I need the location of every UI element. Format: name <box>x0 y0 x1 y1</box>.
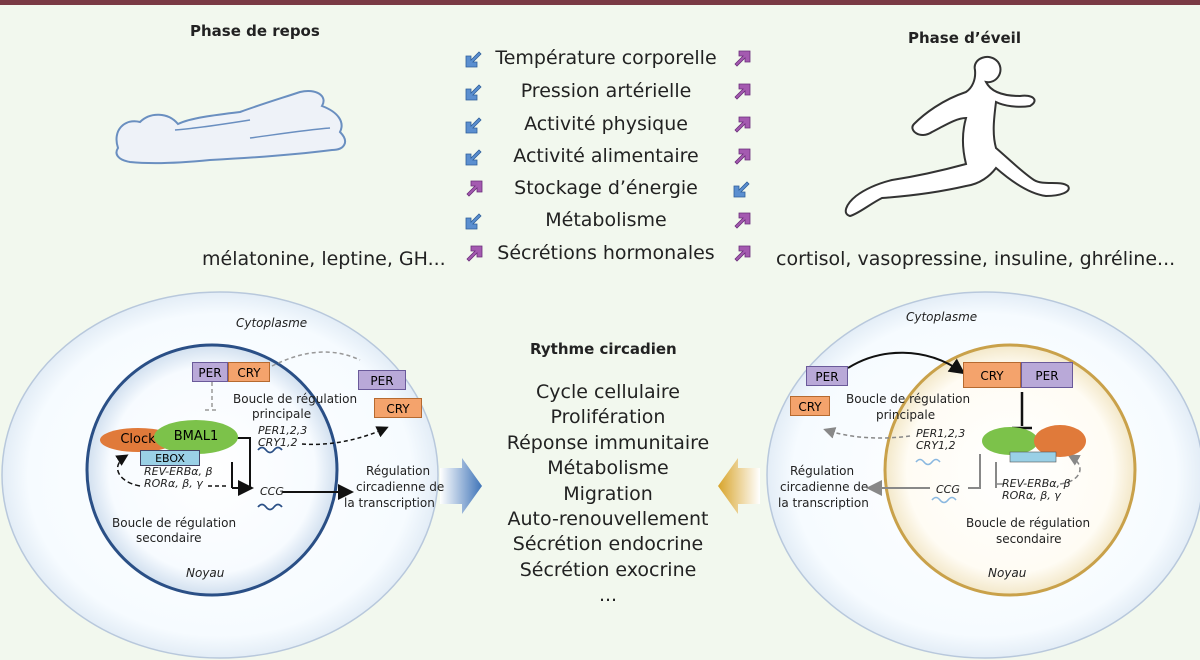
down-arrow-icon <box>733 181 750 198</box>
cytoplasm-label: Cytoplasme <box>236 316 308 330</box>
top-bar <box>0 0 1200 5</box>
up-arrow-icon <box>466 180 483 197</box>
secondary-loop-label: Boucle de régulation <box>966 516 1091 530</box>
down-arrow-icon <box>465 84 482 101</box>
main-loop-label: principale <box>252 407 312 421</box>
regulation-label: la transcription <box>778 496 869 510</box>
main-loop-label: Boucle de régulation <box>846 392 971 406</box>
secondary-loop-label: Boucle de régulation <box>112 516 237 530</box>
regulation-label: Régulation <box>366 464 431 478</box>
nucleus-label: Noyau <box>988 566 1027 580</box>
per-box: PER <box>806 366 848 386</box>
arrow-to-center-icon <box>440 458 482 514</box>
regulation-label: circadienne de <box>780 480 869 494</box>
down-arrow-icon <box>465 117 482 134</box>
main-loop-label: principale <box>876 408 936 422</box>
main-loop-label: Boucle de régulation <box>233 392 358 406</box>
circadian-item: Réponse immunitaire <box>506 431 710 454</box>
running-person-icon <box>844 55 1070 218</box>
circadian-item: Prolifération <box>550 406 666 429</box>
parameter-arrows <box>465 50 751 262</box>
up-arrow-icon <box>734 83 751 100</box>
parameter-label: Métabolisme <box>545 209 667 231</box>
down-arrow-icon <box>465 51 482 68</box>
regulation-label: Régulation <box>790 464 855 478</box>
parameter-label: Sécrétions hormonales <box>497 242 715 264</box>
right-nucleus <box>883 343 1137 597</box>
parameter-label: Température corporelle <box>495 47 717 69</box>
ccg-label: CCG <box>260 485 284 498</box>
circadian-item: Sécrétion endocrine <box>512 533 704 556</box>
cry-box: CRY <box>228 362 270 382</box>
circadian-item: Auto-renouvellement <box>507 508 709 531</box>
gene-label: CRY1,2 <box>258 436 298 449</box>
wake-hormones: cortisol, vasopressine, insuline, ghréli… <box>776 248 1176 270</box>
gene-label: RORα, β, γ <box>1002 489 1061 502</box>
cry-box: CRY <box>790 396 830 416</box>
down-arrow-icon <box>465 213 482 230</box>
up-arrow-icon <box>734 148 751 165</box>
up-arrow-icon <box>466 245 483 262</box>
circadian-item: Migration <box>563 482 653 505</box>
left-nucleus <box>85 343 339 597</box>
left-cell-connectors <box>115 351 389 511</box>
up-arrow-icon <box>734 116 751 133</box>
circadian-title: Rythme circadien <box>530 340 677 358</box>
up-arrow-icon <box>734 245 751 262</box>
bmal1-protein: BMAL1 <box>154 420 238 454</box>
gene-label: CRY1,2 <box>916 439 956 452</box>
cytoplasm-label: Cytoplasme <box>906 310 978 324</box>
per-box: PER <box>358 370 406 390</box>
ebox: EBOX <box>140 450 200 466</box>
up-arrow-icon <box>734 50 751 67</box>
parameter-label: Activité physique <box>524 113 688 135</box>
gene-label: PER1,2,3 <box>258 424 308 437</box>
secondary-loop-label: secondaire <box>996 532 1062 546</box>
gene-label: REV-ERBα, β <box>144 465 213 478</box>
cry-box: CRY <box>374 398 422 418</box>
circadian-list: Cycle cellulaire Prolifération Réponse i… <box>488 380 728 609</box>
rest-hormones: mélatonine, leptine, GH... <box>202 248 446 270</box>
per-box: PER <box>192 362 228 382</box>
rest-phase-title: Phase de repos <box>190 22 320 40</box>
circadian-item: Cycle cellulaire <box>536 381 680 403</box>
gene-label: RORα, β, γ <box>144 477 203 490</box>
regulation-label: la transcription <box>344 496 435 510</box>
circadian-item: ... <box>598 584 618 607</box>
parameter-label: Activité alimentaire <box>513 145 699 167</box>
arrow-to-center-icon <box>718 458 760 514</box>
gene-label: PER1,2,3 <box>916 427 966 440</box>
cry-box: CRY <box>963 362 1021 388</box>
down-arrow-icon <box>465 149 482 166</box>
nucleus-label: Noyau <box>186 566 225 580</box>
secondary-loop-label: secondaire <box>136 531 202 545</box>
wake-phase-title: Phase d’éveil <box>908 29 1021 47</box>
up-arrow-icon <box>734 212 751 229</box>
parameter-label: Pression artérielle <box>520 80 692 102</box>
circadian-item: Sécrétion exocrine <box>519 558 697 581</box>
per-box: PER <box>1021 362 1073 388</box>
circadian-item: Métabolisme <box>547 457 669 480</box>
parameter-label: Stockage d’énergie <box>514 177 698 199</box>
regulation-label: circadienne de <box>356 480 445 494</box>
sleeping-person-icon <box>115 90 347 165</box>
ccg-label: CCG <box>936 483 960 496</box>
right-cell-connectors <box>823 351 1086 504</box>
gene-label: REV-ERBα, β <box>1002 477 1071 490</box>
